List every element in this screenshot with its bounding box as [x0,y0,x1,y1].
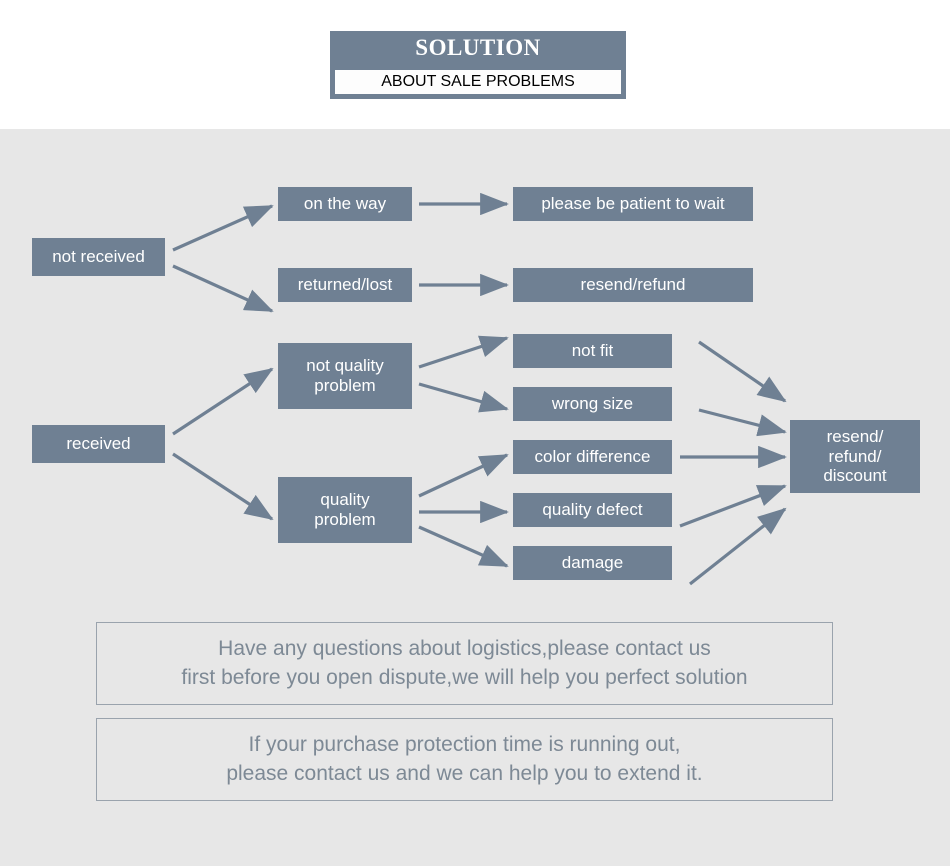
node-quality-problem-label-line1: quality [320,490,370,510]
note-logistics: Have any questions about logistics,pleas… [96,622,833,705]
edge-notfit-final [698,340,787,403]
node-on-the-way[interactable]: on the way [278,187,412,221]
node-damage-label: damage [561,553,624,573]
edge-notreceived-returnedlost [172,264,274,313]
note-purchase-protection-line2: please contact us and we can help you to… [226,761,703,785]
note-logistics-line2: first before you open dispute,we will he… [181,665,748,689]
node-received-label: received [66,434,131,454]
node-returned-lost-label: returned/lost [297,275,393,295]
node-damage[interactable]: damage [513,546,672,580]
flowchart: not received on the way returned/lost pl… [0,129,950,866]
edge-received-notquality [172,367,274,436]
node-quality-defect-label: quality defect [542,500,643,520]
note-purchase-protection: If your purchase protection time is runn… [96,718,833,801]
node-resend-refund[interactable]: resend/refund [513,268,753,302]
flow-arrows [172,192,787,586]
node-not-received-label: not received [52,247,145,267]
node-resend-refund-discount-label-line1: resend/ [826,427,884,447]
node-resend-refund-label: resend/refund [580,275,686,295]
edge-quality-damage [418,525,509,568]
node-not-fit-label: not fit [571,341,614,361]
node-please-be-patient[interactable]: please be patient to wait [513,187,753,221]
edge-qualitydefect-final [679,484,787,528]
node-not-quality-problem[interactable]: not quality problem [278,343,412,409]
node-returned-lost[interactable]: returned/lost [278,268,412,302]
edge-quality-colordifference [418,453,509,498]
node-please-be-patient-label: please be patient to wait [541,194,725,214]
node-not-quality-problem-label-line2: problem [314,376,376,395]
node-color-difference[interactable]: color difference [513,440,672,474]
content-area: not received on the way returned/lost pl… [0,129,950,866]
node-not-fit[interactable]: not fit [513,334,672,368]
node-not-received[interactable]: not received [32,238,165,276]
note-logistics-line1: Have any questions about logistics,pleas… [218,637,711,661]
node-on-the-way-label: on the way [303,194,387,214]
edge-notquality-notfit [418,335,509,369]
edge-damage-final [689,507,787,586]
header-band: SOLUTION ABOUT SALE PROBLEMS [0,0,950,129]
header-subtitle-box: ABOUT SALE PROBLEMS [335,70,621,94]
edge-received-quality [172,452,274,521]
edge-wrongsize-final [698,408,787,437]
page-subtitle: ABOUT SALE PROBLEMS [381,73,575,90]
page-title: SOLUTION [415,35,541,60]
header-title-block: SOLUTION ABOUT SALE PROBLEMS [330,31,626,99]
node-resend-refund-discount[interactable]: resend/ refund/ discount [790,420,920,493]
edge-notreceived-ontheway [172,204,274,252]
node-quality-problem-label-line2: problem [314,510,376,529]
node-quality-problem[interactable]: quality problem [278,477,412,543]
node-resend-refund-discount-label-line3: discount [823,466,887,486]
note-purchase-protection-line1: If your purchase protection time is runn… [248,733,681,757]
node-not-quality-problem-label-line1: not quality [306,356,384,376]
node-resend-refund-discount-label-line2: refund/ [828,446,882,466]
node-wrong-size[interactable]: wrong size [513,387,672,421]
node-wrong-size-label: wrong size [551,394,634,414]
node-quality-defect[interactable]: quality defect [513,493,672,527]
edge-notquality-wrongsize [418,382,509,413]
node-received[interactable]: received [32,425,165,463]
node-color-difference-label: color difference [534,447,651,467]
